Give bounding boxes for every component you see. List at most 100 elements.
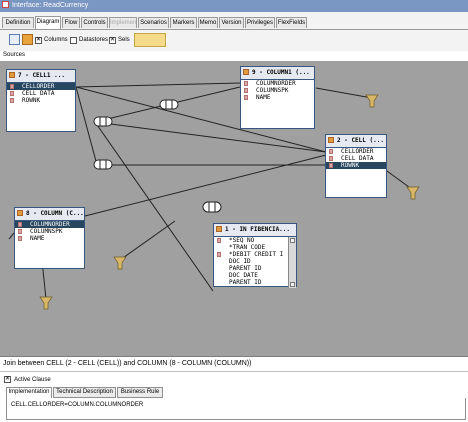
active-clause-label: Active Clause	[14, 377, 51, 383]
column-row[interactable]: CELL DATA	[326, 155, 386, 162]
column-list-scrollbar[interactable]	[288, 237, 296, 288]
tab-markers[interactable]: Markers	[170, 17, 197, 28]
datastore-column1[interactable]: 9 - COLUMN1 (... COLUMNORDER COLUMNSPK N…	[240, 66, 315, 129]
join-clause-editor[interactable]: CELL.CELLORDER=COLUMN.COLUMNORDER	[6, 398, 466, 420]
edit-diagram-button[interactable]	[9, 34, 20, 45]
tab-implementation[interactable]: Implementation	[109, 17, 137, 28]
column-name: *SEQ NO	[229, 237, 255, 244]
column-row[interactable]: ROWNK	[326, 162, 386, 169]
column-row[interactable]: *SEQ NO	[214, 237, 296, 244]
column-row[interactable]: COLUMNSPK	[15, 228, 84, 235]
column-icon	[10, 91, 14, 96]
tab-definition[interactable]: Definition	[2, 17, 34, 28]
tab-business-rule[interactable]: Business Rule	[117, 387, 163, 398]
column-name: *DEBIT CREDIT I	[229, 251, 284, 258]
columns-label: Columns	[44, 37, 68, 43]
filter-line[interactable]	[315, 87, 373, 99]
column-row[interactable]: *DEBIT CREDIT I	[214, 251, 296, 258]
key-icon	[217, 238, 221, 243]
column-icon	[18, 236, 22, 241]
datastore-title-label: 9 - COLUMN1 (...	[252, 69, 310, 76]
column-name: *TRAN CODE	[229, 244, 266, 251]
column-row[interactable]: *TRAN CODE	[214, 244, 296, 251]
column-name: CELL DATA	[22, 90, 55, 97]
auto-layout-button[interactable]	[134, 33, 166, 47]
datastore-title: 7 - CELL1 ...	[7, 70, 75, 83]
datastore-title: 1 - IN FIBENCIA...	[214, 224, 296, 237]
join-properties-panel: Join between CELL (2 - CELL (CELL)) and …	[0, 356, 468, 422]
table-icon	[328, 137, 334, 143]
tab-privileges[interactable]: Privileges	[245, 17, 275, 28]
table-icon	[17, 210, 23, 216]
join-connector-icon[interactable]	[202, 201, 222, 213]
column-row[interactable]: COLUMNORDER	[241, 80, 314, 87]
column-row[interactable]: CELLORDER	[7, 83, 75, 90]
join-line[interactable]	[84, 154, 327, 217]
filter-funnel-icon[interactable]	[406, 186, 420, 200]
tab-flow[interactable]: Flow	[62, 17, 80, 28]
column-row[interactable]: NAME	[15, 235, 84, 242]
datastore-cell1[interactable]: 7 - CELL1 ... CELLORDER CELL DATA ROWNK	[6, 69, 76, 132]
datastore-cell[interactable]: 2 - CELL (... CELLORDER CELL DATA ROWNK	[325, 134, 387, 198]
filter-line[interactable]	[8, 232, 15, 240]
tab-technical-description[interactable]: Technical Description	[53, 387, 116, 398]
column-icon	[217, 273, 221, 278]
diagram-canvas[interactable]: 7 - CELL1 ... CELLORDER CELL DATA ROWNK …	[0, 61, 468, 356]
datastore-title-label: 1 - IN FIBENCIA...	[225, 226, 291, 233]
column-name: ROWNK	[341, 162, 360, 169]
column-name: COLUMNSPK	[256, 87, 289, 94]
datastores-checkbox[interactable]	[70, 37, 77, 44]
join-line[interactable]	[94, 121, 214, 292]
column-row[interactable]: PARENT ID	[214, 279, 296, 286]
tab-scenarios[interactable]: Scenarios	[138, 17, 169, 28]
key-icon	[217, 252, 221, 257]
column-row[interactable]: CELLORDER	[326, 148, 386, 155]
table-icon	[9, 72, 15, 78]
datastore-column[interactable]: 8 - COLUMN (C... COLUMNORDER COLUMNSPK N…	[14, 207, 85, 269]
tab-flexfields[interactable]: FlexFields	[276, 17, 307, 28]
datastore-title-label: 7 - CELL1 ...	[18, 72, 65, 79]
scroll-up-button[interactable]	[290, 238, 295, 243]
column-name: DOC DATE	[229, 272, 258, 279]
tab-controls[interactable]: Controls	[81, 17, 108, 28]
scroll-down-button[interactable]	[290, 282, 295, 287]
join-line[interactable]	[94, 121, 327, 153]
join-connector-icon[interactable]	[93, 116, 113, 127]
column-row[interactable]: ROWNK	[7, 97, 75, 104]
filter-line[interactable]	[119, 220, 176, 261]
column-list: *SEQ NO *TRAN CODE *DEBIT CREDIT I DOC I…	[214, 237, 296, 288]
join-line[interactable]	[75, 82, 241, 88]
column-row[interactable]: NAME	[241, 94, 314, 101]
column-row[interactable]: DOC ID	[214, 258, 296, 265]
column-row[interactable]: COLUMNSPK	[241, 87, 314, 94]
column-row[interactable]: COLUMNORDER	[15, 221, 84, 228]
column-list: COLUMNORDER COLUMNSPK NAME	[241, 80, 314, 101]
sels-checkbox[interactable]: ✕	[109, 37, 116, 44]
columns-checkbox[interactable]: ✕	[35, 37, 42, 44]
join-connector-icon[interactable]	[93, 159, 113, 170]
tab-memo[interactable]: Memo	[198, 17, 218, 28]
tab-diagram[interactable]: Diagram	[35, 16, 61, 29]
filter-funnel-icon[interactable]	[113, 256, 127, 270]
column-row[interactable]: DOC DATE	[214, 272, 296, 279]
datastore-icon-button[interactable]	[22, 34, 33, 45]
datastore-title-label: 2 - CELL (...	[337, 137, 384, 144]
filter-funnel-icon[interactable]	[365, 94, 379, 108]
tab-version[interactable]: Version	[219, 17, 244, 28]
app-icon	[2, 1, 9, 8]
join-connector-icon[interactable]	[159, 99, 179, 110]
filter-funnel-icon[interactable]	[39, 296, 53, 310]
active-clause-checkbox[interactable]: ✕	[4, 376, 11, 383]
join-line[interactable]	[75, 86, 327, 153]
column-name: DOC ID	[229, 258, 251, 265]
column-icon	[244, 88, 248, 93]
join-line[interactable]	[75, 86, 98, 166]
divider	[0, 371, 468, 372]
tab-implementation[interactable]: Implementation	[6, 387, 52, 398]
column-icon	[10, 98, 14, 103]
column-row[interactable]: CELL DATA	[7, 90, 75, 97]
datastore-in-fibencia[interactable]: 1 - IN FIBENCIA... *SEQ NO *TRAN CODE *D…	[213, 223, 297, 288]
column-row[interactable]: PARENT ID	[214, 265, 296, 272]
column-name: ROWNK	[22, 97, 41, 104]
key-icon	[244, 81, 248, 86]
